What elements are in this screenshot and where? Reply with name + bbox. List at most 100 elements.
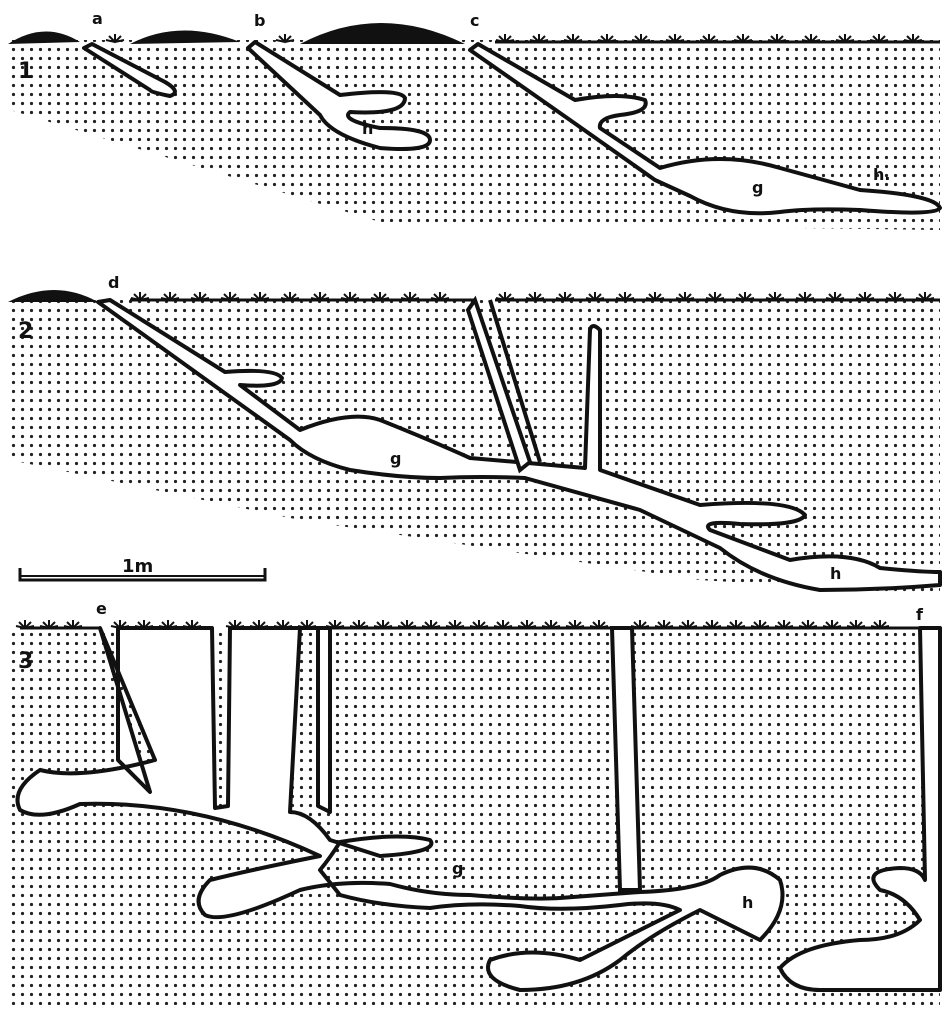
grass-tuft xyxy=(616,292,634,300)
grass-tuft xyxy=(676,292,694,300)
grass-tuft xyxy=(518,620,536,628)
grass-tuft xyxy=(796,292,814,300)
grass-tuft xyxy=(135,620,153,628)
grass-tuft xyxy=(191,292,209,300)
panel-number-2: 2 xyxy=(18,319,33,344)
grass-tuft xyxy=(298,620,316,628)
grass-tuft xyxy=(775,620,793,628)
grass-tuft xyxy=(766,292,784,300)
grass-tuft xyxy=(398,620,416,628)
grass-tuft xyxy=(904,34,922,42)
grass-tuft xyxy=(856,292,874,300)
soil-panel-2 xyxy=(10,300,940,595)
grass-tuft xyxy=(870,34,888,42)
label-c: c xyxy=(470,11,479,30)
label-g-1c: g xyxy=(752,178,763,197)
grass-tuft xyxy=(886,292,904,300)
grass-tuft xyxy=(64,620,82,628)
grass-tuft xyxy=(494,620,512,628)
grass-tuft xyxy=(311,292,329,300)
grass-tuft xyxy=(564,34,582,42)
grass-tuft xyxy=(556,292,574,300)
grass-tuft xyxy=(836,34,854,42)
soil-mound-1a xyxy=(8,31,80,44)
label-h-1b: h xyxy=(362,119,373,138)
label-e: e xyxy=(96,599,107,618)
label-h-3: h xyxy=(742,893,753,912)
grass-tuft xyxy=(341,292,359,300)
grass-tuft xyxy=(871,620,889,628)
grass-tuft xyxy=(281,292,299,300)
grass-tuft xyxy=(446,620,464,628)
label-g-3: g xyxy=(452,859,463,878)
grass-tuft xyxy=(706,292,724,300)
grass-tuft xyxy=(251,292,269,300)
grass-tuft xyxy=(566,620,584,628)
grass-tuft xyxy=(826,292,844,300)
grass-tuft xyxy=(542,620,560,628)
grass-tuft xyxy=(703,620,721,628)
grass-tuft xyxy=(586,292,604,300)
grass-tuft xyxy=(632,34,650,42)
grass-tuft xyxy=(727,620,745,628)
grass-tuft xyxy=(470,620,488,628)
grass-tuft xyxy=(646,292,664,300)
grass-tuft xyxy=(823,620,841,628)
grass-tuft xyxy=(250,620,268,628)
grass-tuft xyxy=(526,292,544,300)
label-h-2: h xyxy=(830,564,841,583)
grass-tuft xyxy=(847,620,865,628)
grass-tuft xyxy=(799,620,817,628)
grass-tuft xyxy=(161,292,179,300)
panel-1 xyxy=(8,23,940,230)
grass-tuft xyxy=(666,34,684,42)
label-g-2: g xyxy=(390,449,401,468)
grass-tuft xyxy=(159,620,177,628)
grass-tuft xyxy=(401,292,419,300)
grass-tuft xyxy=(530,34,548,42)
panel-2 xyxy=(8,290,940,595)
label-a: a xyxy=(92,9,103,28)
grass-tuft xyxy=(40,620,58,628)
grass-tuft xyxy=(183,620,201,628)
grass-tuft xyxy=(916,292,934,300)
label-b: b xyxy=(254,11,265,30)
label-f: f xyxy=(916,605,924,624)
soil-mound-1b xyxy=(130,30,240,44)
grass-tuft xyxy=(221,292,239,300)
grass-tuft xyxy=(631,620,649,628)
grass-tuft xyxy=(326,620,344,628)
grass-tuft xyxy=(751,620,769,628)
panel-number-1: 1 xyxy=(18,59,33,84)
grass-tuft xyxy=(590,620,608,628)
grass-tuft xyxy=(106,34,124,42)
grass-tuft xyxy=(374,620,392,628)
grass-tuft xyxy=(16,620,34,628)
grass-tuft xyxy=(496,292,514,300)
grass-tuft xyxy=(496,34,514,42)
grass-tuft xyxy=(350,620,368,628)
grass-tuft xyxy=(274,620,292,628)
label-h-1c: h. xyxy=(873,165,890,184)
soil-mound-1c xyxy=(300,23,465,44)
scale-bar-label: 1m xyxy=(122,556,153,577)
grass-tuft xyxy=(111,620,129,628)
panel-3 xyxy=(10,628,940,1005)
grass-tuft xyxy=(371,292,389,300)
grass-tuft xyxy=(700,34,718,42)
grass-tuft xyxy=(768,34,786,42)
grass-tuft xyxy=(422,620,440,628)
grass-tuft xyxy=(679,620,697,628)
label-d: d xyxy=(108,273,119,292)
grass-tuft xyxy=(131,292,149,300)
grass-tuft xyxy=(276,34,294,42)
grass-tuft xyxy=(431,292,449,300)
grass-tuft xyxy=(736,292,754,300)
grass-tuft xyxy=(734,34,752,42)
panel-number-3: 3 xyxy=(18,649,33,674)
soil-mound-2 xyxy=(8,290,98,302)
grass-tuft xyxy=(655,620,673,628)
grass-tuft xyxy=(802,34,820,42)
grass-tuft xyxy=(598,34,616,42)
